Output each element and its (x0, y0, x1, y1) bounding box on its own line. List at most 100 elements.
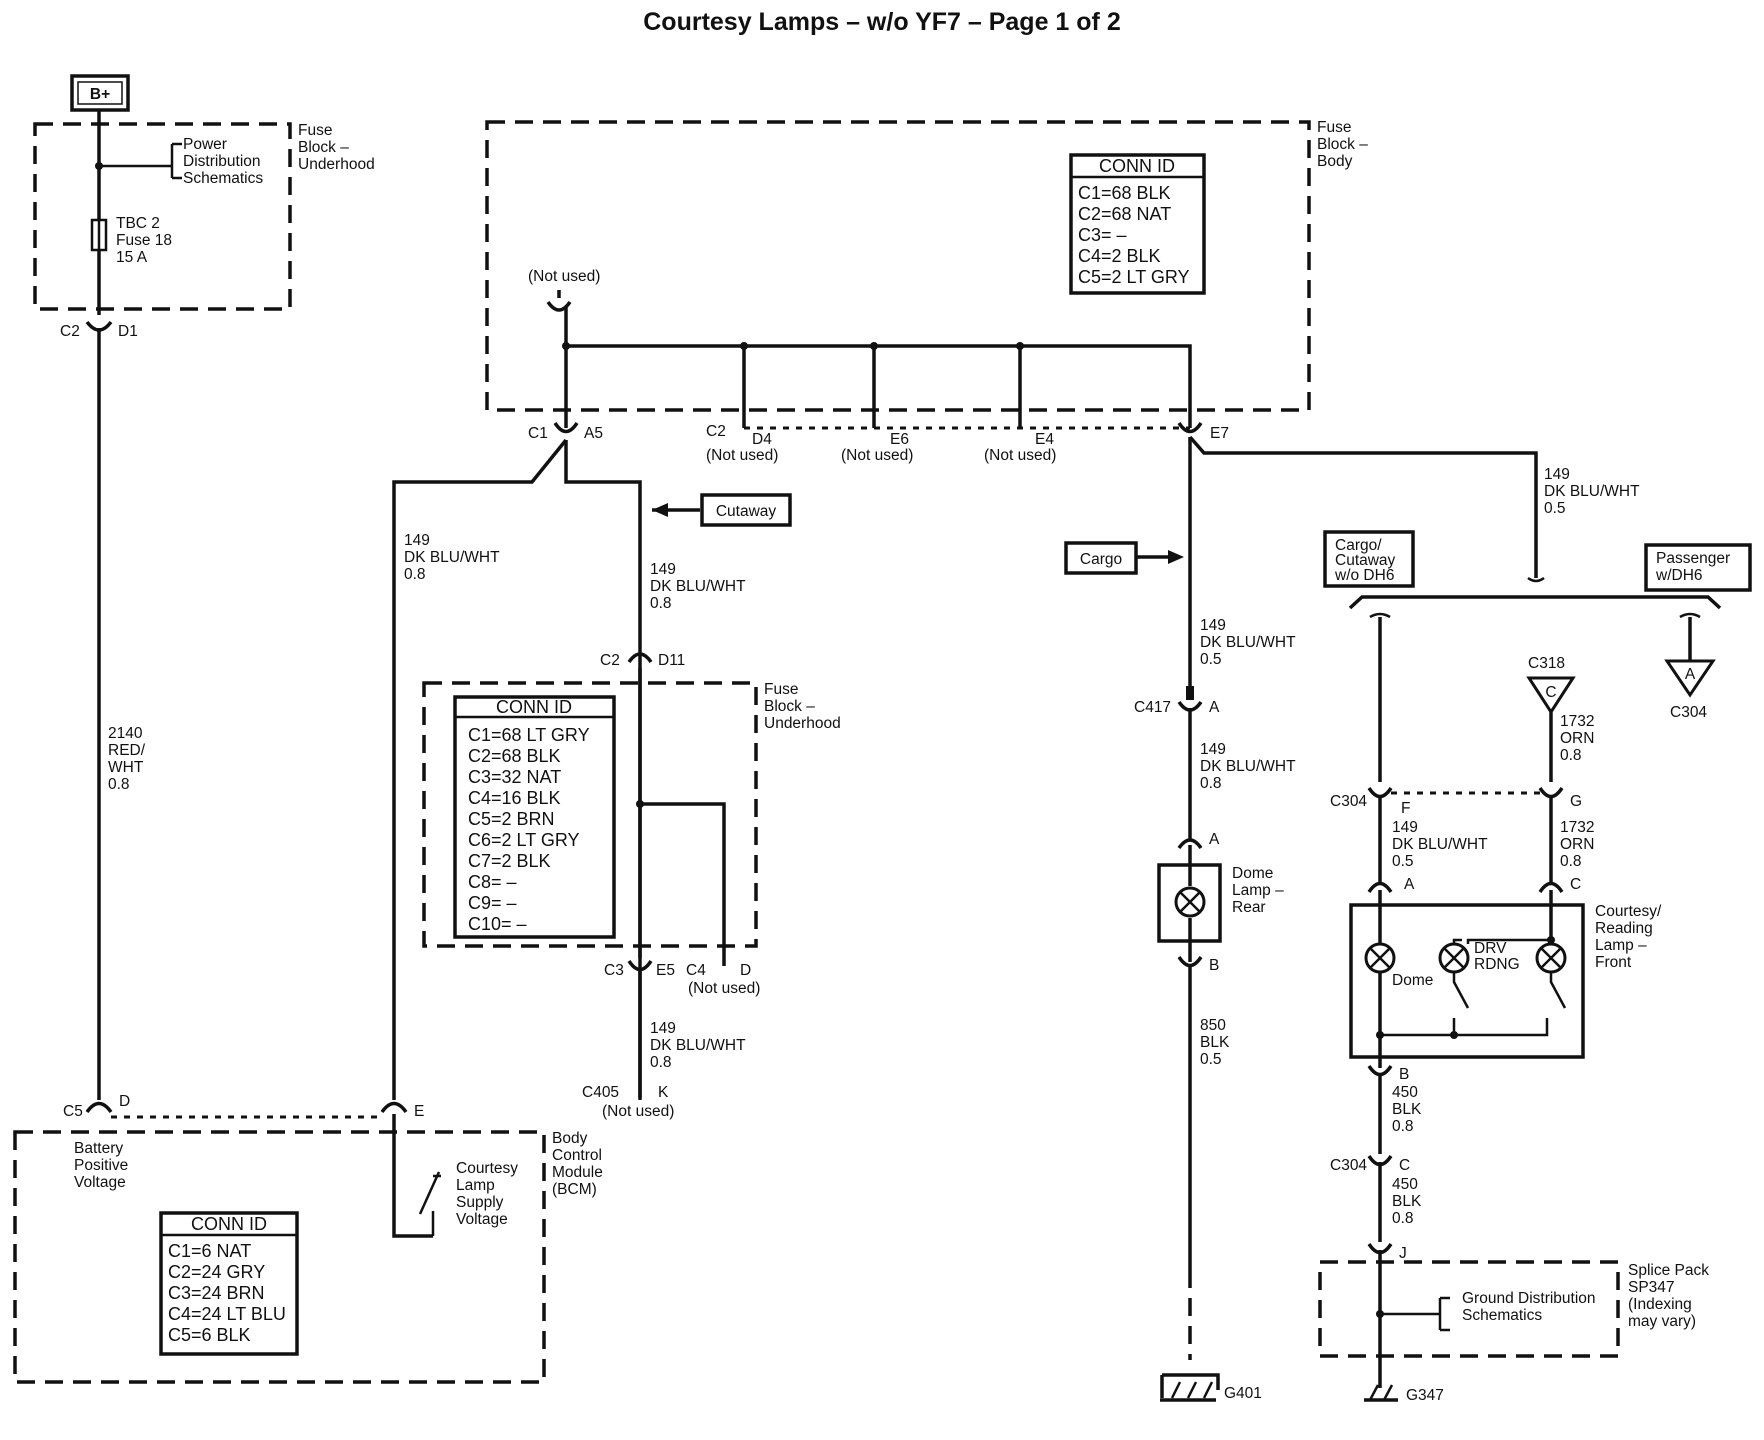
svg-text:C2=68 BLK: C2=68 BLK (468, 746, 561, 766)
conn-c304: C304 (1330, 793, 1367, 810)
fuse-block-body (485, 120, 1311, 412)
svg-text:0.8: 0.8 (1560, 853, 1582, 870)
option-passenger: Passenger w/DH6 (1644, 543, 1752, 592)
fuse-block-underhood-mid-label: Fuse Block – Underhood (764, 681, 841, 732)
svg-text:0.8: 0.8 (1560, 747, 1582, 764)
svg-text:C: C (1545, 684, 1556, 701)
svg-text:Cargo: Cargo (1080, 551, 1122, 568)
svg-text:(Indexing: (Indexing (1628, 1296, 1692, 1313)
svg-text:149: 149 (650, 561, 676, 578)
svg-text:C10= –: C10= – (468, 914, 527, 934)
c304-ref-triangle: A C304 (1664, 659, 1716, 721)
svg-text:CONN ID: CONN ID (1099, 156, 1175, 176)
wire-label-149-mid-low: 149 DK BLU/WHT 0.8 (650, 1020, 746, 1071)
svg-text:BLK: BLK (1392, 1101, 1422, 1118)
pin-front-b: B (1399, 1066, 1409, 1083)
svg-text:Battery: Battery (74, 1140, 123, 1157)
svg-text:C4=16 BLK: C4=16 BLK (468, 788, 561, 808)
svg-text:C5=2 BRN: C5=2 BRN (468, 809, 555, 829)
svg-text:2140: 2140 (108, 725, 143, 742)
svg-text:C6=2 LT GRY: C6=2 LT GRY (468, 830, 580, 850)
svg-text:C3=24 BRN: C3=24 BRN (168, 1283, 265, 1303)
svg-text:0.8: 0.8 (1200, 775, 1222, 792)
fuse-block-underhood-top (33, 122, 292, 311)
svg-text:C7=2 BLK: C7=2 BLK (468, 851, 551, 871)
wire-label-1732-bot: 1732 ORN 0.8 (1560, 819, 1594, 870)
svg-text:0.8: 0.8 (650, 1054, 672, 1071)
pin-e5: E5 (656, 962, 675, 979)
svg-text:Module: Module (552, 1164, 603, 1181)
front-lamp-label: Courtesy/ Reading Lamp – Front (1595, 903, 1662, 971)
pin-e7: E7 (1210, 425, 1229, 442)
conn-c417: C417 (1134, 699, 1171, 716)
ground-g401: G401 (1160, 1373, 1262, 1402)
pin-e6-note: (Not used) (841, 447, 913, 464)
svg-text:0.5: 0.5 (1200, 1051, 1222, 1068)
svg-text:TBC 2: TBC 2 (116, 215, 160, 232)
svg-text:BLK: BLK (1392, 1193, 1422, 1210)
pin-e4: E4 (1035, 431, 1054, 448)
dome-lamp-rear-label: Dome Lamp – Rear (1232, 865, 1284, 916)
svg-text:C2=24 GRY: C2=24 GRY (168, 1262, 265, 1282)
pin-e6: E6 (890, 431, 909, 448)
svg-text:C3= –: C3= – (1078, 225, 1127, 245)
svg-text:DK BLU/WHT: DK BLU/WHT (1200, 634, 1296, 651)
pin-d: D (740, 962, 751, 979)
pin-front-c: C (1570, 876, 1581, 893)
svg-text:C8= –: C8= – (468, 872, 517, 892)
svg-text:149: 149 (1392, 819, 1418, 836)
pin-c304-low-c: C (1399, 1157, 1410, 1174)
svg-text:C5=2 LT GRY: C5=2 LT GRY (1078, 267, 1190, 287)
svg-text:450: 450 (1392, 1176, 1418, 1193)
svg-text:Block –: Block – (298, 139, 349, 156)
svg-text:Body: Body (552, 1130, 588, 1147)
svg-text:Passenger: Passenger (1656, 550, 1730, 567)
pin-d-note: (Not used) (688, 980, 760, 997)
courtesy-reading-lamp-front (1349, 903, 1585, 1059)
wire-label-149-left: 149 DK BLU/WHT 0.8 (404, 532, 500, 583)
svg-text:Ground Distribution: Ground Distribution (1462, 1290, 1596, 1307)
lamp-rdng-label: RDNG (1474, 956, 1520, 973)
svg-text:Voltage: Voltage (74, 1174, 126, 1191)
fuse-block-underhood-top-label: Fuse Block – Underhood (298, 122, 375, 173)
wire-label-450-bot: 450 BLK 0.8 (1392, 1176, 1422, 1227)
not-used-top: (Not used) (528, 268, 600, 285)
svg-text:Supply: Supply (456, 1194, 504, 1211)
svg-text:Lamp –: Lamp – (1595, 937, 1647, 954)
conn-c405: C405 (582, 1084, 619, 1101)
svg-text:Voltage: Voltage (456, 1211, 508, 1228)
svg-text:0.8: 0.8 (404, 566, 426, 583)
power-distribution-ref: Power Distribution Schematics (183, 136, 263, 187)
pin-d1: D1 (118, 323, 138, 340)
svg-text:Lamp: Lamp (456, 1177, 495, 1194)
svg-text:Lamp –: Lamp – (1232, 882, 1284, 899)
svg-text:C2=68 NAT: C2=68 NAT (1078, 204, 1171, 224)
body-control-module (13, 1130, 546, 1384)
courtesy-lamp-supply: Courtesy Lamp Supply Voltage (456, 1160, 518, 1228)
svg-text:Rear: Rear (1232, 899, 1266, 916)
svg-text:C1=68 LT GRY: C1=68 LT GRY (468, 725, 590, 745)
svg-text:Body: Body (1317, 153, 1353, 170)
svg-text:Schematics: Schematics (1462, 1307, 1542, 1324)
svg-text:Schematics: Schematics (183, 170, 263, 187)
pin-front-a: A (1404, 876, 1415, 893)
svg-text:CONN ID: CONN ID (191, 1214, 267, 1234)
svg-text:0.8: 0.8 (1392, 1210, 1414, 1227)
svg-text:Fuse: Fuse (764, 681, 798, 698)
svg-text:Block –: Block – (764, 698, 815, 715)
svg-text:may vary): may vary) (1628, 1313, 1696, 1330)
svg-text:Distribution: Distribution (183, 153, 261, 170)
pin-bcm-e: E (414, 1103, 424, 1120)
svg-text:BLK: BLK (1200, 1034, 1230, 1051)
pin-d4-note: (Not used) (706, 447, 778, 464)
splice-pack-sp347 (1318, 1260, 1620, 1358)
lamp-dome-label: Dome (1392, 972, 1433, 989)
pin-dome-a: A (1209, 831, 1220, 848)
conn-id-table-underhood: CONN ID C1=68 LT GRY C2=68 BLK C3=32 NAT… (453, 695, 616, 939)
svg-text:149: 149 (1200, 741, 1226, 758)
svg-text:Cutaway: Cutaway (1335, 552, 1396, 569)
wire-label-149-c304: 149 DK BLU/WHT 0.5 (1392, 819, 1488, 870)
conn-c2-mid: C2 (600, 652, 620, 669)
wire-label-149-right: 149 DK BLU/WHT 0.5 (1544, 466, 1640, 517)
